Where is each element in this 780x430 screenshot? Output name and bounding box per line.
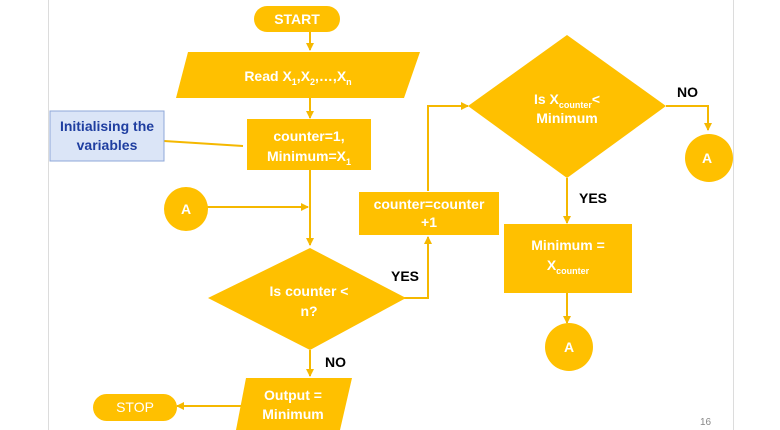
assign-line-2: Xcounter: [547, 257, 590, 276]
decision-min-line-2: Minimum: [536, 110, 597, 126]
decision-x-lt-minimum: Is Xcounter< Minimum: [468, 35, 666, 178]
note-line-2: variables: [77, 137, 138, 153]
init-line-2: Minimum=X1: [267, 148, 351, 167]
edge-label-yes-min: YES: [579, 190, 607, 206]
stop-label: STOP: [116, 399, 154, 415]
start-label: START: [274, 11, 320, 27]
right-border-line: [733, 0, 734, 430]
assign-line-1: Minimum =: [531, 237, 605, 253]
connector-a-left-label: A: [181, 201, 191, 217]
connectors: [163, 31, 712, 410]
arrow-no-to-connector-a: [666, 105, 712, 131]
connector-a-right: A: [685, 134, 733, 182]
init-process-box: counter=1, Minimum=X1: [247, 119, 371, 170]
callout-line: [163, 140, 244, 147]
output-box: Output = Minimum: [236, 378, 352, 430]
decision-counter-lt-n: Is counter < n?: [208, 248, 406, 350]
read-label: Read X1,X2,…,Xn: [244, 68, 351, 87]
decision-min-line-1: Is Xcounter<: [534, 91, 600, 110]
stop-terminator: STOP: [93, 394, 177, 421]
decision-counter-line-1: Is counter <: [270, 283, 349, 299]
increment-line-2: +1: [421, 214, 437, 230]
increment-line-1: counter=counter: [374, 196, 485, 212]
init-line-1: counter=1,: [273, 128, 344, 144]
page-number: 16: [700, 417, 712, 428]
increment-process-box: counter=counter +1: [359, 192, 499, 235]
output-line-1: Output =: [264, 387, 322, 403]
decision-counter-line-2: n?: [300, 303, 317, 319]
initialising-note: Initialising the variables: [49, 110, 165, 162]
connector-a-bottom: A: [545, 323, 593, 371]
edge-label-no-counter: NO: [325, 354, 346, 370]
arrow-increment-to-decision-min: [427, 102, 469, 191]
connector-a-left: A: [164, 187, 208, 231]
assign-minimum-box: Minimum = Xcounter: [504, 224, 632, 293]
start-terminator: START: [254, 6, 340, 32]
connector-a-right-label: A: [702, 150, 712, 166]
output-line-2: Minimum: [262, 406, 323, 422]
read-input-box: Read X1,X2,…,Xn: [176, 52, 420, 98]
edge-label-yes-counter: YES: [391, 268, 419, 284]
left-border-line: [48, 0, 49, 430]
connector-a-bottom-label: A: [564, 339, 574, 355]
edge-label-no-min: NO: [677, 84, 698, 100]
note-line-1: Initialising the: [60, 118, 154, 134]
